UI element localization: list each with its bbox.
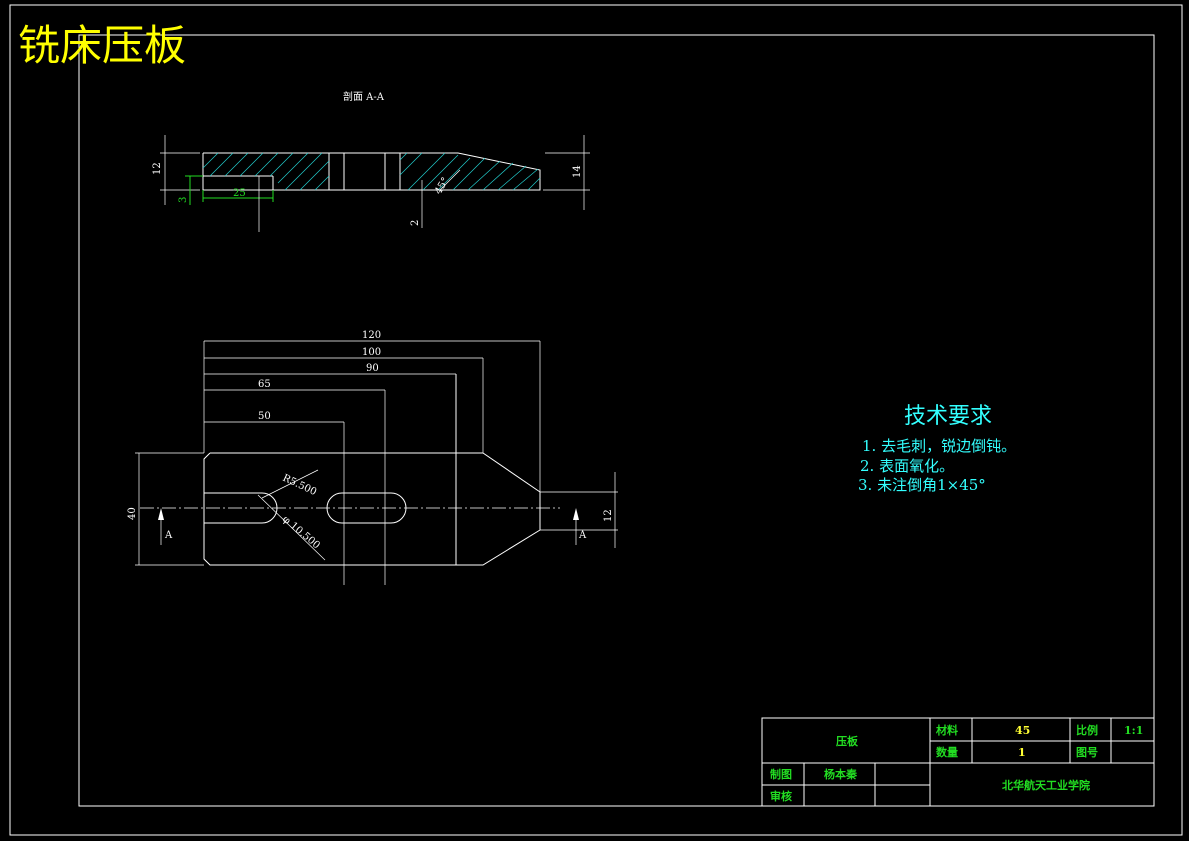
dim-tail-width: 12 [603,509,614,522]
tech-heading: 技术要求 [904,404,992,429]
section-label: 剖面 A-A [343,90,385,103]
tb-drawn-label: 制图 [770,767,792,781]
section-hatch-right [399,152,541,191]
tb-part-name: 压板 [836,734,859,748]
slot-right [326,492,407,524]
tb-qty-label: 数量 [936,745,958,759]
tb-qty-value: 1 [1018,746,1026,759]
tb-material-label: 材料 [936,723,958,737]
dim-50: 50 [258,411,271,422]
plan-view: 120 100 90 65 50 40 12 R5.500 φ 10.500 A… [127,330,618,585]
tb-scale-label: 比例 [1076,723,1098,737]
tech-item-2: 2. 表面氧化。 [860,457,954,475]
section-outline [202,152,541,191]
dim-65: 65 [258,379,271,390]
tb-drawing-no-label: 图号 [1076,746,1098,759]
tb-drawn-value: 杨本秦 [824,767,858,781]
inner-frame [78,34,1155,807]
tb-material-value: 45 [1015,724,1030,737]
dim-left-height: 12 [152,162,163,175]
dim-100: 100 [362,347,381,358]
dim-groove-depth: 3 [178,197,189,203]
dim-height: 40 [127,507,138,520]
dim-120: 120 [362,330,381,341]
section-mark-left: A [164,530,173,541]
tech-requirements: 技术要求 1. 去毛刺，锐边倒钝。 2. 表面氧化。 3. 未注倒角1×45° [858,404,1016,494]
section-hatch-left [202,152,330,191]
dim-radius: R5.500 [281,473,318,498]
tech-item-3: 3. 未注倒角1×45° [858,476,986,494]
slot-left [204,492,278,524]
drawing-title: 铣床压板 [18,21,186,70]
outer-frame [9,4,1183,836]
dim-diameter: φ 10.500 [280,514,322,551]
dim-angle: 45° [433,176,451,197]
section-mark-right: A [578,530,587,541]
plan-outline [203,452,541,566]
tb-review-label: 审核 [770,789,792,803]
dim-90: 90 [366,363,379,374]
dim-step: 2 [410,220,421,226]
section-view: 剖面 A-A 12 [152,90,590,232]
dim-groove-width: 25 [233,188,246,199]
tech-item-1: 1. 去毛刺，锐边倒钝。 [862,437,1016,455]
dim-right-height: 14 [572,165,583,178]
tb-scale-value: 1:1 [1124,724,1143,737]
title-block: 压板 材料 45 比例 1:1 数量 1 图号 制图 杨本秦 审核 北华航天工业… [761,717,1155,807]
tb-school: 北华航天工业学院 [1002,778,1090,792]
